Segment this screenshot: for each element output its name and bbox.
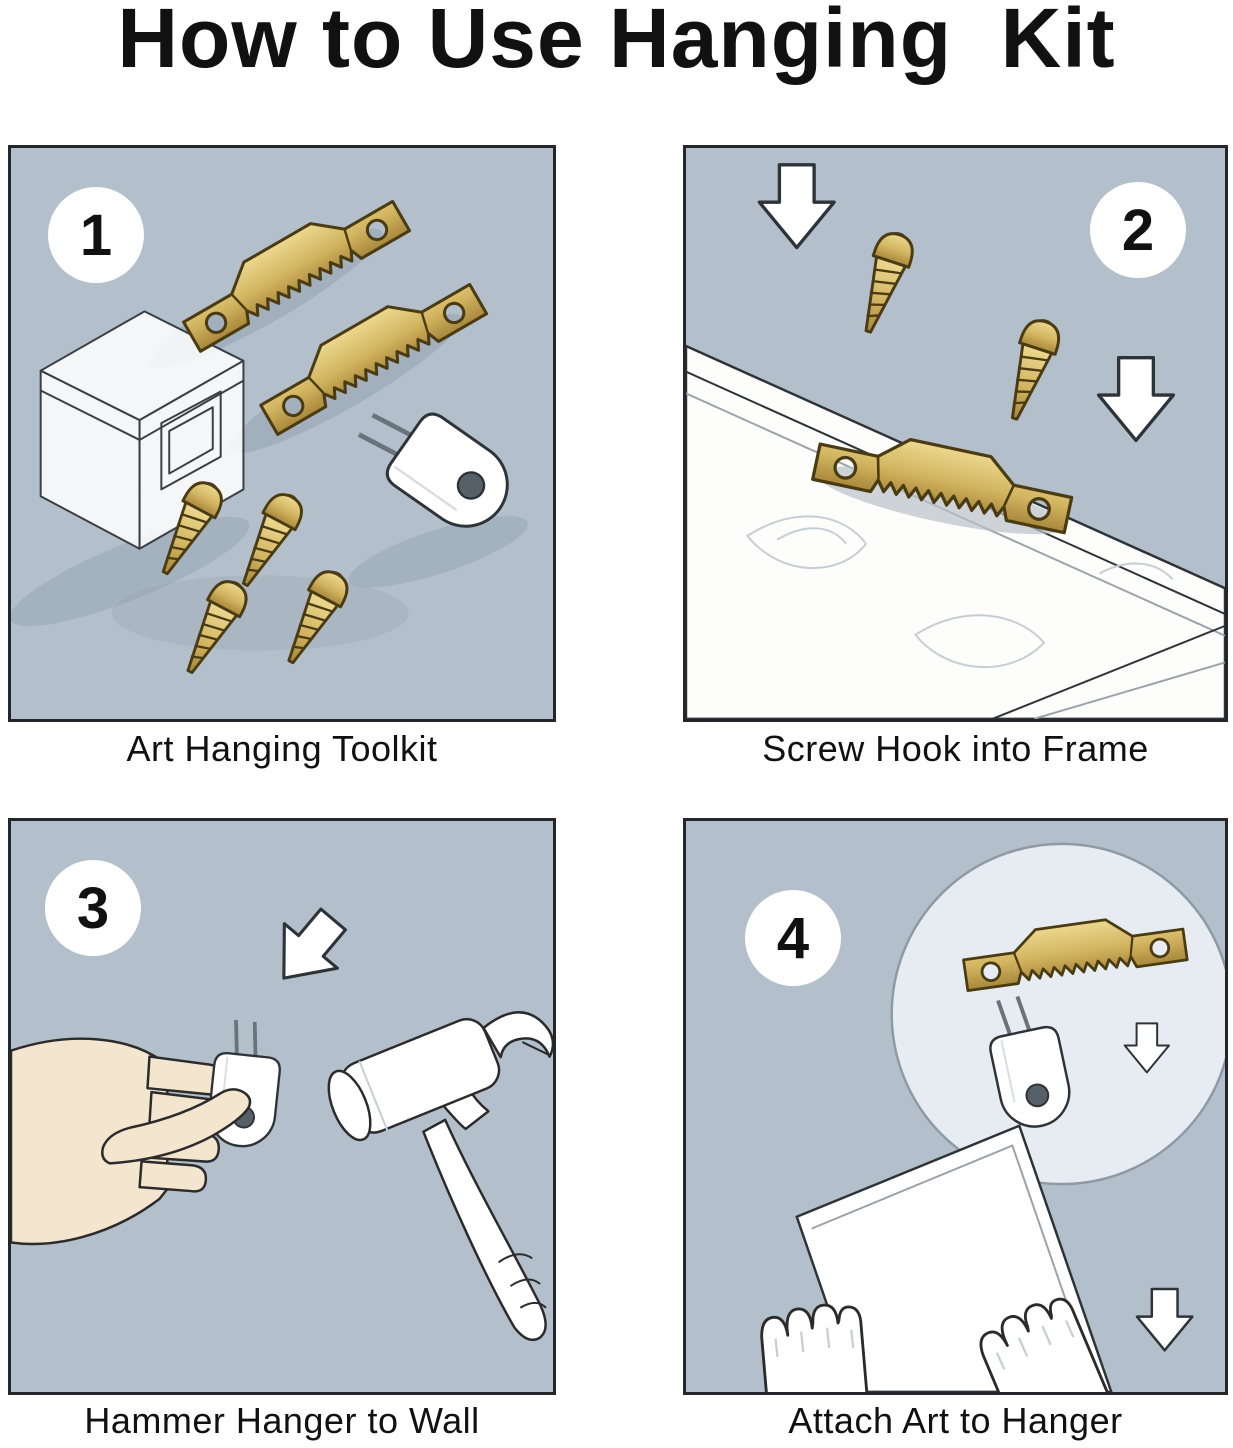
step-3-panel: 3: [8, 818, 556, 1395]
down-arrow-icon: [255, 895, 362, 1002]
step-number: 3: [76, 875, 110, 941]
step-3-number-badge: 3: [45, 860, 141, 956]
left-hand: [755, 1300, 875, 1392]
screw-icon: [849, 226, 920, 339]
step-1-caption: Art Hanging Toolkit: [126, 728, 438, 769]
down-arrow-icon: [1096, 355, 1176, 443]
screw-into-frame-illustration: [686, 163, 1225, 719]
attach-art-illustration: [755, 842, 1225, 1392]
step-4-caption: Attach Art to Hanger: [788, 1400, 1123, 1441]
step-4-panel: 4: [683, 818, 1228, 1395]
step-number: 4: [776, 905, 810, 971]
step-number: 1: [79, 202, 113, 268]
magnifier-circle: [890, 842, 1225, 1186]
step-3-caption: Hammer Hanger to Wall: [84, 1400, 480, 1441]
screw-icon: [995, 313, 1066, 426]
hammer-icon: [327, 1011, 553, 1342]
shadow: [348, 516, 528, 588]
thumb: [101, 1088, 252, 1165]
step-number: 2: [1121, 197, 1155, 263]
step-1-number-badge: 1: [48, 187, 144, 283]
step-2-panel: 2: [683, 145, 1228, 722]
down-arrow-icon: [1135, 1287, 1194, 1352]
holding-hand: [11, 1037, 233, 1246]
hammer-to-wall-illustration: [11, 895, 553, 1342]
step-2-number-badge: 2: [1090, 182, 1186, 278]
page-title: How to Use Hanging Kit: [117, 0, 1116, 85]
step-2-caption: Screw Hook into Frame: [762, 728, 1149, 769]
step-1-panel: 1: [8, 145, 556, 722]
toolkit-illustration: [11, 181, 528, 682]
step-4-number-badge: 4: [745, 890, 841, 986]
down-arrow-icon: [757, 163, 836, 250]
